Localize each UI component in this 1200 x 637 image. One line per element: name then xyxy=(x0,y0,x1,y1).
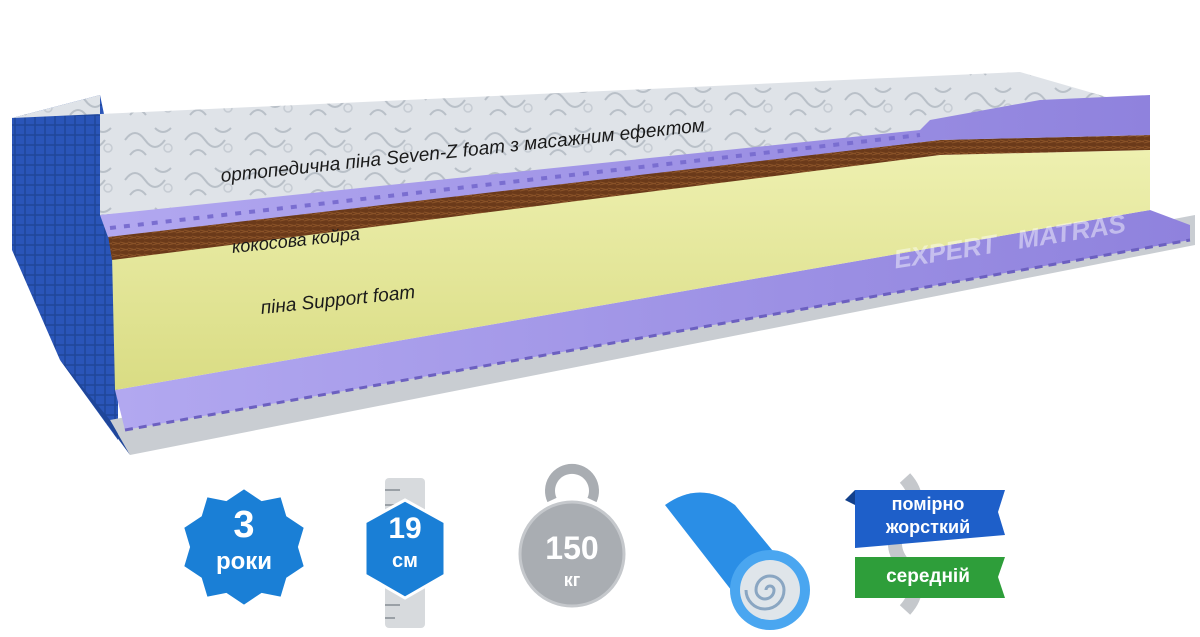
warranty-badge xyxy=(179,484,309,610)
height-badge xyxy=(363,478,447,628)
weight-badge xyxy=(518,463,626,608)
height-unit: см xyxy=(392,550,418,572)
firmness-badge xyxy=(845,473,1005,615)
coconut-coir-layer xyxy=(108,135,1150,260)
support-foam-layer xyxy=(112,150,1150,390)
bottom-purple-foam xyxy=(115,210,1190,430)
height-value: 19 xyxy=(388,512,422,545)
max-load-value: 150 xyxy=(545,530,599,566)
firmness-top-line1: помірно xyxy=(891,494,965,514)
warranty-value: 3 xyxy=(233,504,255,546)
firmness-bottom: середній xyxy=(886,566,970,587)
max-load-unit: кг xyxy=(563,570,581,590)
warranty-unit: роки xyxy=(215,548,273,575)
mattress-top-cover xyxy=(12,72,1110,215)
shield-badge-icon xyxy=(179,484,309,610)
firmness-top-line2: жорсткий xyxy=(885,517,971,537)
rolled-mattress-badge xyxy=(665,492,810,630)
mattress-side-cover xyxy=(12,95,122,440)
seven-z-foam-layer xyxy=(100,95,1150,237)
weight-icon xyxy=(545,463,599,503)
